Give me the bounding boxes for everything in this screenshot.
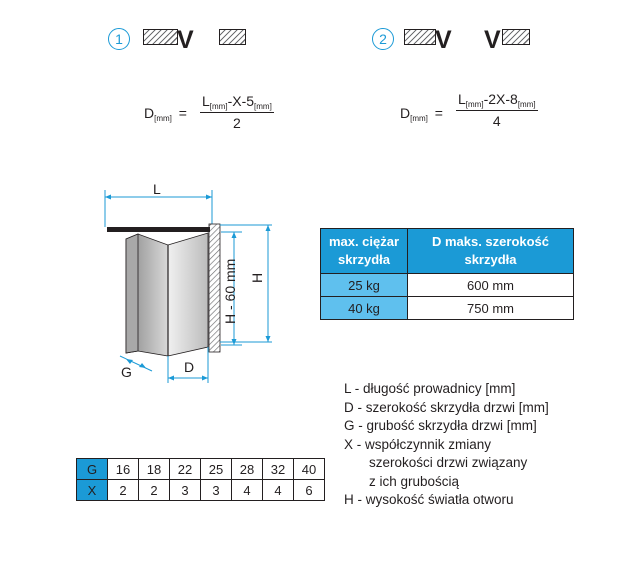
width-cell: 600 mm (407, 273, 574, 297)
legend-item: X - współczynnik zmiany (344, 436, 492, 452)
formula-1-lhs: D[mm] = (144, 105, 187, 123)
x-value: 4 (231, 479, 263, 501)
table-row: 40 kg 750 mm (320, 296, 574, 320)
legend-item: L - długość prowadnicy [mm] (344, 381, 516, 396)
table-row: 25 kg 600 mm (320, 273, 574, 297)
door-v-icon: V (177, 26, 194, 54)
x-value: 3 (200, 479, 232, 501)
variant-1-number: 1 (108, 28, 130, 50)
wall-hatch-icon (404, 29, 436, 45)
label-D: D (184, 359, 195, 375)
legend: L - długość prowadnicy [mm] D - szerokoś… (344, 380, 549, 510)
width-cell: 750 mm (407, 296, 574, 320)
legend-item: G - grubość skrzydła drzwi [mm] (344, 418, 537, 433)
legend-item: D - szerokość skrzydła drzwi [mm] (344, 399, 549, 415)
g-value: 28 (231, 458, 263, 480)
wall-hatch-icon (219, 29, 246, 45)
track-rail (107, 227, 210, 232)
x-value: 4 (262, 479, 294, 501)
variant-2-number: 2 (372, 28, 394, 50)
door-panel-right (167, 232, 209, 357)
folding-door-diagram (104, 190, 272, 383)
door-v-icon: V (484, 26, 501, 54)
wall-hatch-icon (502, 29, 530, 45)
label-L: L (153, 181, 161, 197)
x-value: 2 (138, 479, 170, 501)
g-value: 32 (262, 458, 294, 480)
dimension-G-line (119, 355, 153, 372)
x-value: 3 (169, 479, 201, 501)
legend-item: szerokości drzwi związany (369, 455, 528, 470)
legend-item: z ich grubością (369, 473, 460, 489)
wall (208, 223, 221, 353)
label-H: H (249, 272, 265, 283)
x-value: 2 (107, 479, 139, 501)
formula-2-lhs: D[mm] = (400, 105, 443, 123)
table-row: X 2 2 3 3 4 4 6 (76, 479, 325, 501)
weight-cell: 40 kg (320, 296, 408, 320)
door-v-icon: V (435, 26, 452, 54)
g-value: 40 (293, 458, 325, 480)
label-G: G (121, 364, 132, 380)
g-x-table: G 16 18 22 25 28 32 40 X 2 2 3 3 4 4 6 (76, 458, 325, 501)
g-value: 16 (107, 458, 139, 480)
x-row-label: X (76, 479, 108, 501)
wall-hatch-icon (143, 29, 178, 45)
table-row: G 16 18 22 25 28 32 40 (76, 458, 325, 480)
formula-2-fraction: L[mm]-2X-8[mm] 4 (456, 91, 538, 129)
g-value: 22 (169, 458, 201, 480)
legend-item: H - wysokość światła otworu (344, 492, 514, 507)
formula-1-fraction: L[mm]-X-5[mm] 2 (200, 93, 274, 131)
weight-cell: 25 kg (320, 273, 408, 297)
g-value: 18 (138, 458, 170, 480)
g-row-label: G (76, 458, 108, 480)
label-H-minus-60: H - 60 mm (222, 258, 238, 324)
x-value: 6 (293, 479, 325, 501)
g-value: 25 (200, 458, 232, 480)
